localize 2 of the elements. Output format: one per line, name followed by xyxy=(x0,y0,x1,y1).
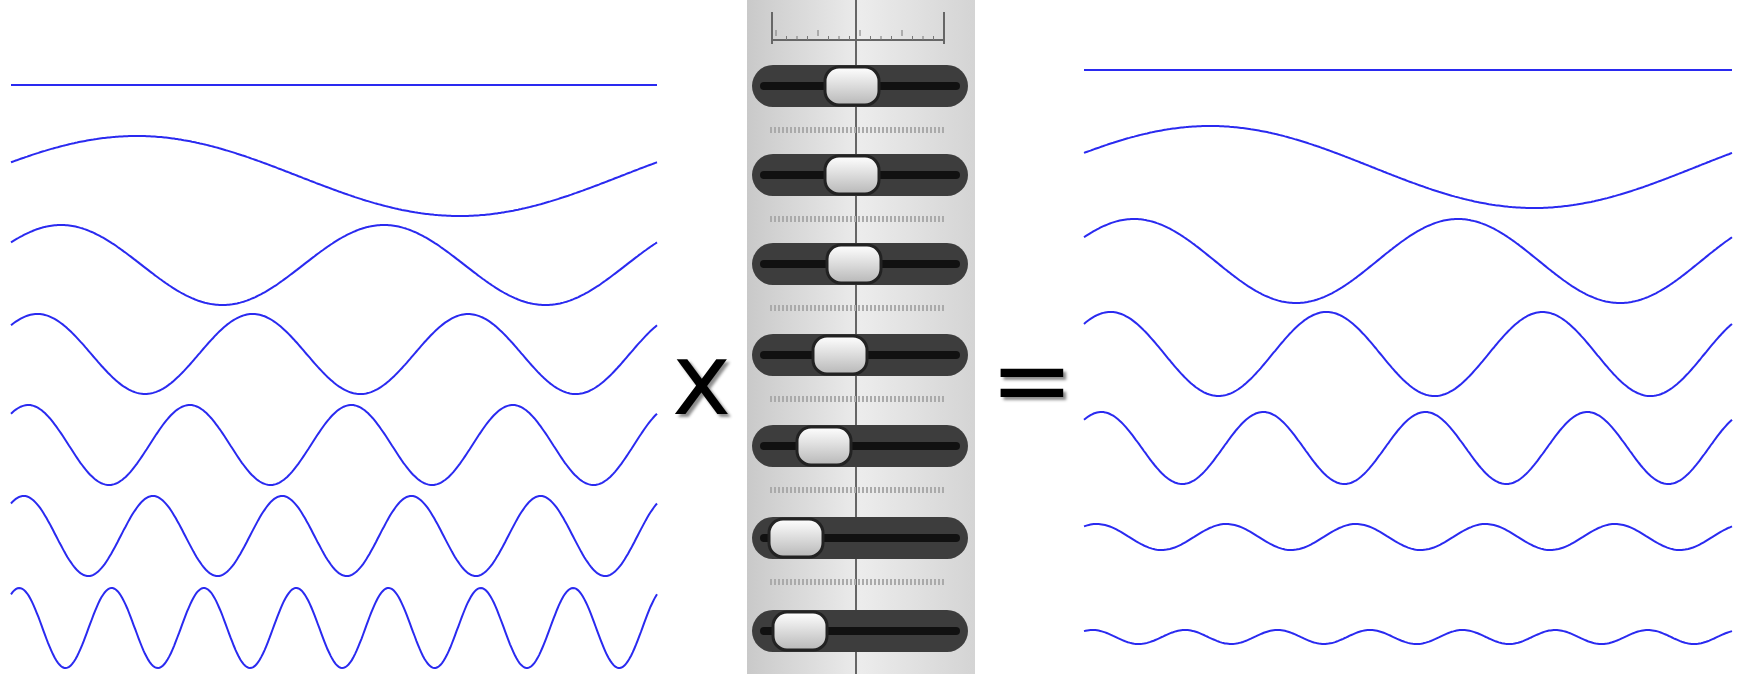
multiplication-sign: x xyxy=(672,330,732,430)
equals-sign: = xyxy=(990,330,1074,430)
